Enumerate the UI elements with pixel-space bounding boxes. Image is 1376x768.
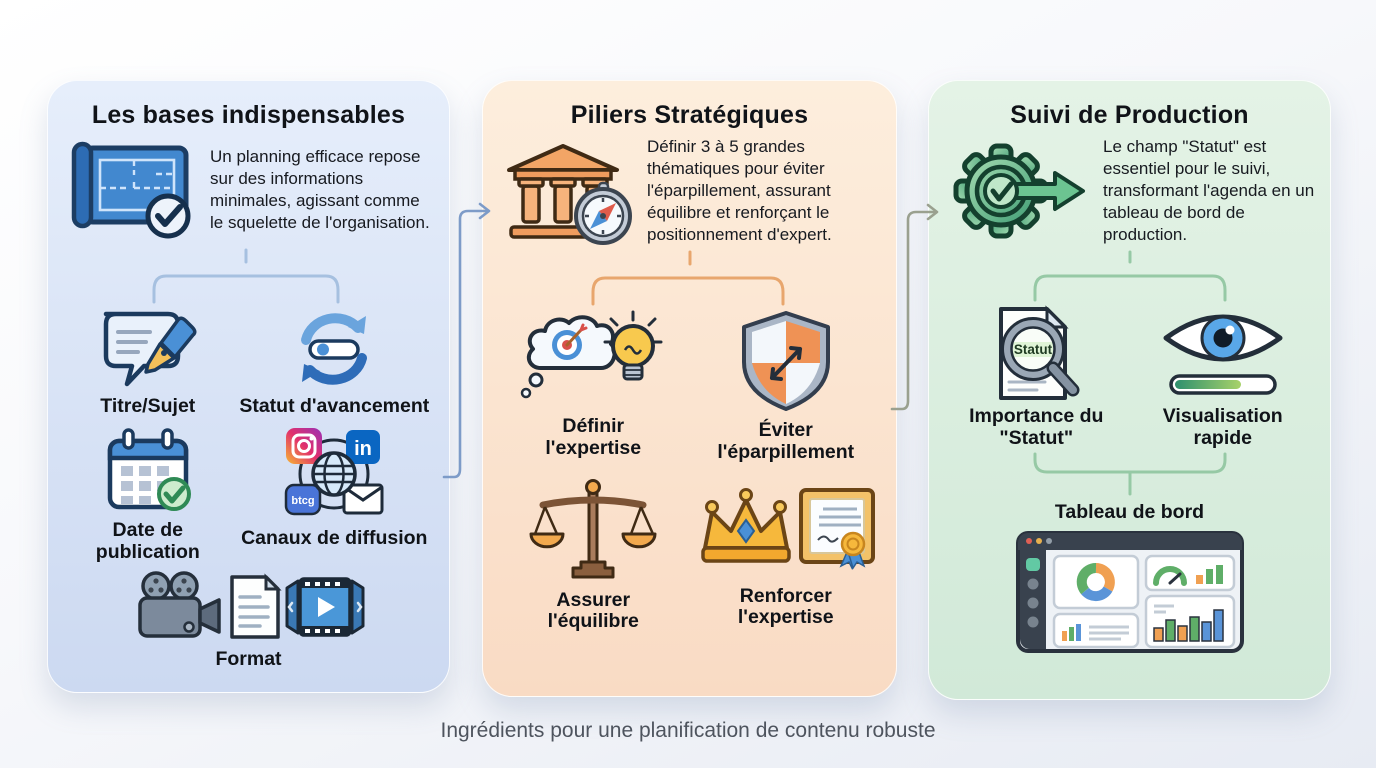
document-magnifier-icon: Statut	[980, 304, 1092, 402]
item-label: Assurer l'équilibre	[547, 588, 639, 633]
item-eviter-eparpillement: Éviter l'éparpillement	[690, 308, 883, 464]
balance-scale-icon	[528, 476, 658, 586]
item-label: Renforcer l'expertise	[737, 584, 834, 629]
social-channels-icon: in btcg	[277, 424, 391, 524]
split-bracket	[1033, 250, 1227, 302]
crown-certificate-icon	[691, 476, 881, 582]
dashboard-icon	[1014, 529, 1246, 655]
item-label: Titre/Sujet	[100, 395, 196, 417]
panel-suivi: Suivi de Production	[928, 80, 1331, 700]
item-label: Éviter l'éparpillement	[717, 419, 855, 463]
item-visualisation-rapide: Visualisation rapide	[1130, 304, 1317, 450]
item-renforcer-expertise: Renforcer l'expertise	[690, 476, 883, 634]
item-label: Visualisation rapide	[1162, 405, 1283, 449]
panel-title: Suivi de Production	[1010, 101, 1249, 129]
panel-intro-text: Un planning efficace repose sur des info…	[210, 146, 430, 233]
panel-intro-text: Le champ "Statut" est essentiel pour le …	[1103, 136, 1315, 245]
caption: Ingrédients pour une planification de co…	[440, 719, 936, 742]
panel-intro-row: Définir 3 à 5 grandes thématiques pour é…	[497, 134, 882, 248]
shield-arrows-icon	[734, 308, 838, 416]
item-label: Définir l'expertise	[545, 415, 642, 459]
camera-document-filmstrip-icon	[138, 571, 365, 640]
svg-text:Statut: Statut	[1014, 342, 1053, 357]
item-label: Date de publication	[95, 518, 200, 563]
split-bracket	[152, 248, 340, 304]
item-label: Importance du "Statut"	[969, 405, 1104, 449]
panel-title: Piliers Stratégiques	[570, 101, 809, 129]
item-label: Canaux de diffusion	[241, 526, 428, 549]
sync-arrows-toggle-icon	[283, 306, 385, 392]
panel-intro-row: Un planning efficace repose sur des info…	[62, 134, 435, 246]
calendar-check-icon	[99, 424, 197, 516]
item-format: Format	[62, 569, 435, 671]
flow-arrow-1	[442, 202, 491, 479]
item-label: Format	[215, 648, 282, 671]
speech-bubble-pen-icon	[92, 306, 204, 392]
item-label: Tableau de bord	[1054, 500, 1205, 523]
item-date-publication: Date de publication	[62, 424, 234, 564]
eye-progress-icon	[1157, 304, 1289, 402]
panel-title: Les bases indispensables	[91, 101, 406, 129]
blueprint-check-icon	[62, 134, 202, 246]
item-definir-expertise: Définir l'expertise	[497, 308, 690, 464]
svg-text:btcg: btcg	[292, 495, 315, 507]
svg-text:in: in	[354, 438, 372, 460]
item-assurer-equilibre: Assurer l'équilibre	[497, 476, 690, 634]
panel-piliers: Piliers Stratégiques Définir 3 à 5 gra	[482, 80, 897, 697]
item-titre-sujet: Titre/Sujet	[62, 306, 234, 418]
item-importance-statut: Statut Importance du "Statut"	[943, 304, 1130, 450]
item-tableau-de-bord: Tableau de bord	[943, 498, 1316, 656]
item-statut-avancement: Statut d'avancement	[234, 306, 435, 418]
media-format-icons	[130, 569, 366, 645]
panel-bases: Les bases indispensables Un planning eff…	[47, 80, 450, 693]
flow-arrow-2	[890, 203, 939, 411]
thought-target-lightbulb-icon	[517, 308, 669, 412]
panel-intro-row: Le champ "Statut" est essentiel pour le …	[943, 134, 1316, 248]
item-label: Statut d'avancement	[239, 395, 430, 417]
item-canaux-diffusion: in btcg Canaux de diffusion	[234, 424, 435, 564]
gear-check-arrow-icon	[943, 134, 1095, 248]
merge-bracket	[1033, 452, 1227, 496]
panel-intro-text: Définir 3 à 5 grandes thématiques pour é…	[647, 136, 832, 245]
temple-compass-icon	[497, 134, 639, 248]
split-bracket	[591, 250, 785, 306]
